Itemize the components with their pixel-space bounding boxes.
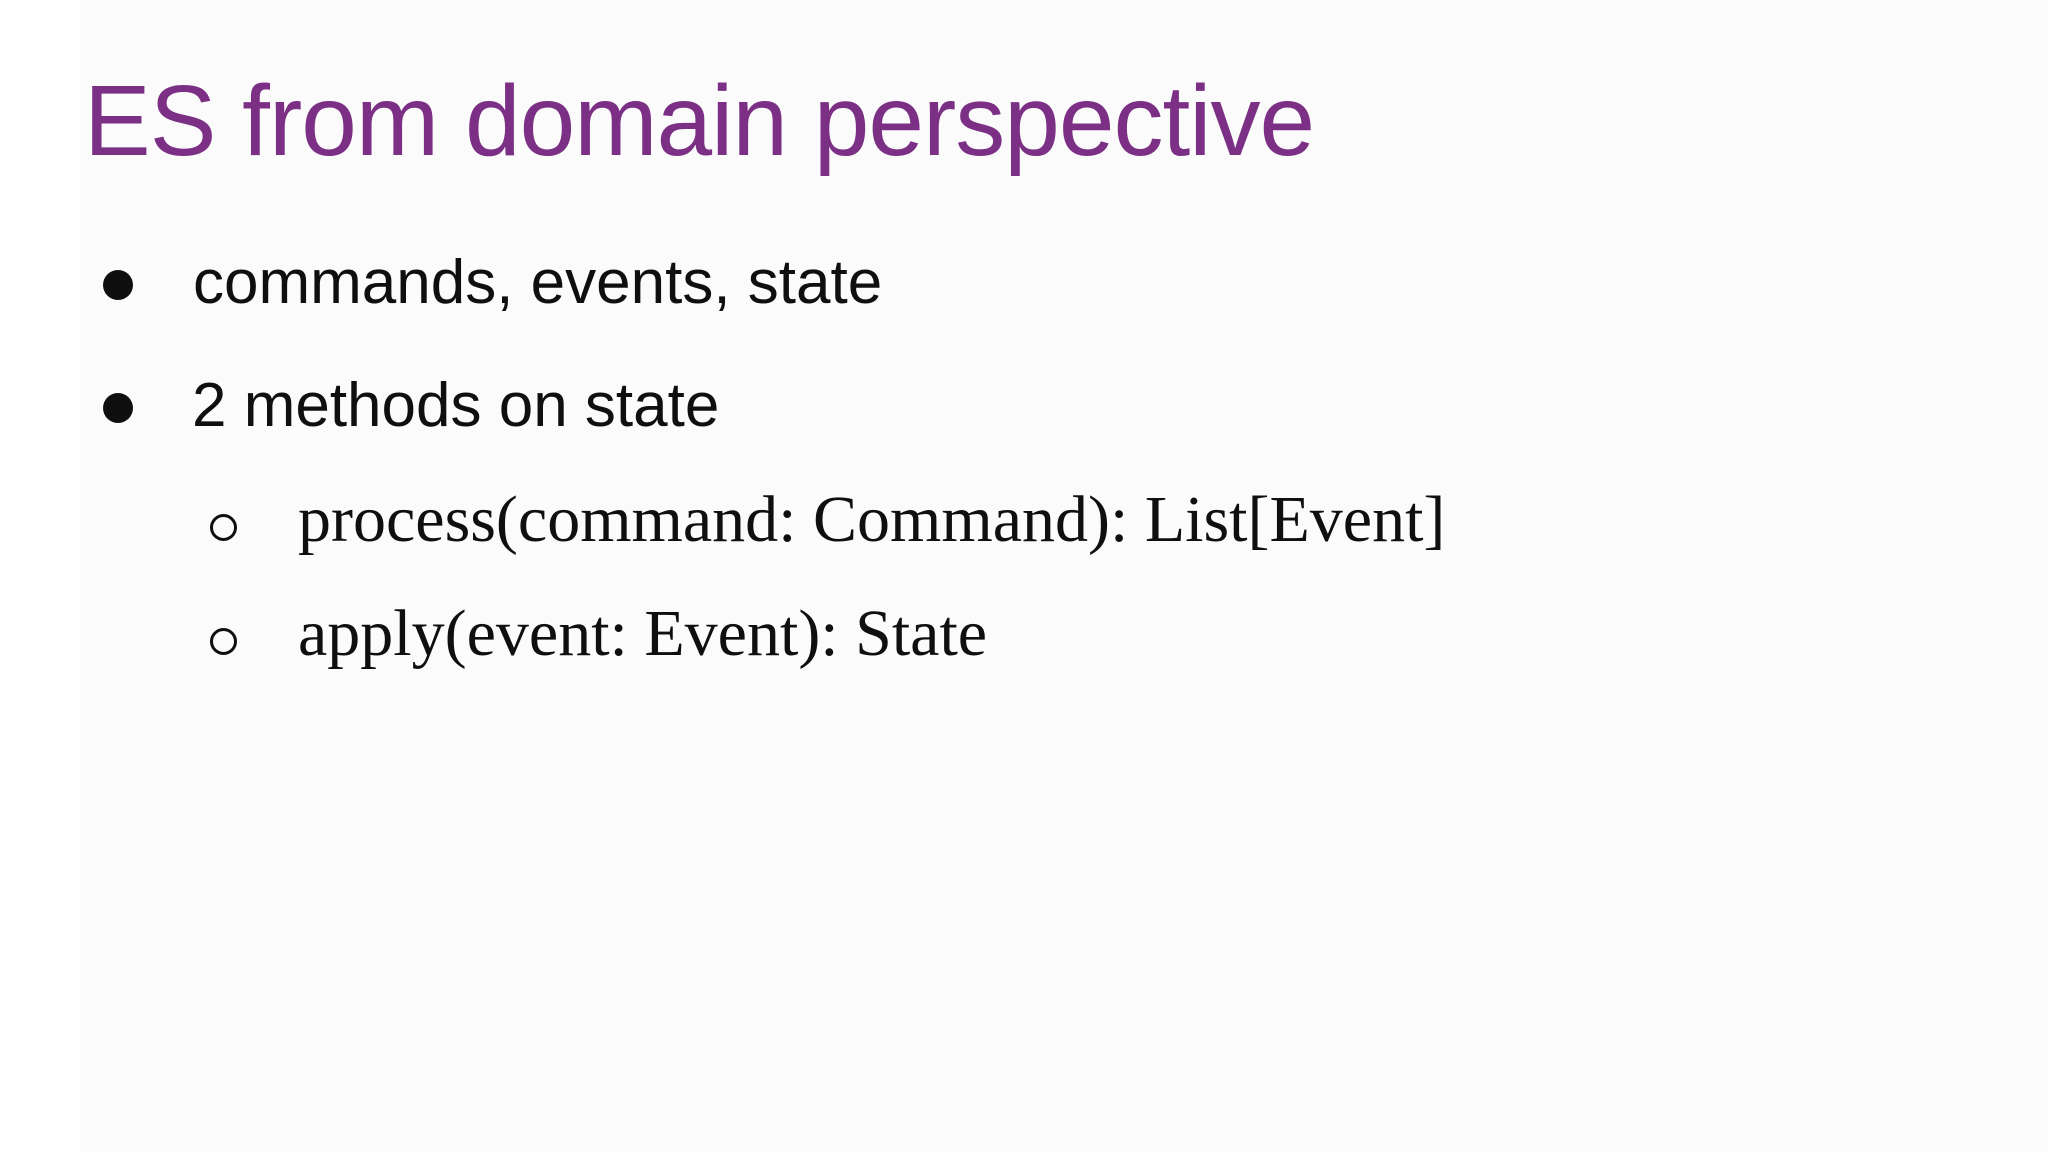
sub-bullet-item-apply: apply(event: Event): State — [298, 597, 988, 670]
left-margin-strip — [0, 0, 80, 1152]
circle-bullet-icon — [210, 514, 237, 541]
bullet-item-2-methods-on-state: 2 methods on state — [192, 371, 720, 440]
bullet-item-commands-events-state: commands, events, state — [193, 248, 883, 317]
bullet-dot-icon — [103, 393, 133, 423]
circle-bullet-icon — [210, 628, 237, 655]
bullet-dot-icon — [103, 270, 133, 300]
slide-title: ES from domain perspective — [84, 65, 1315, 177]
sub-bullet-item-process: process(command: Command): List[Event] — [298, 483, 1446, 556]
